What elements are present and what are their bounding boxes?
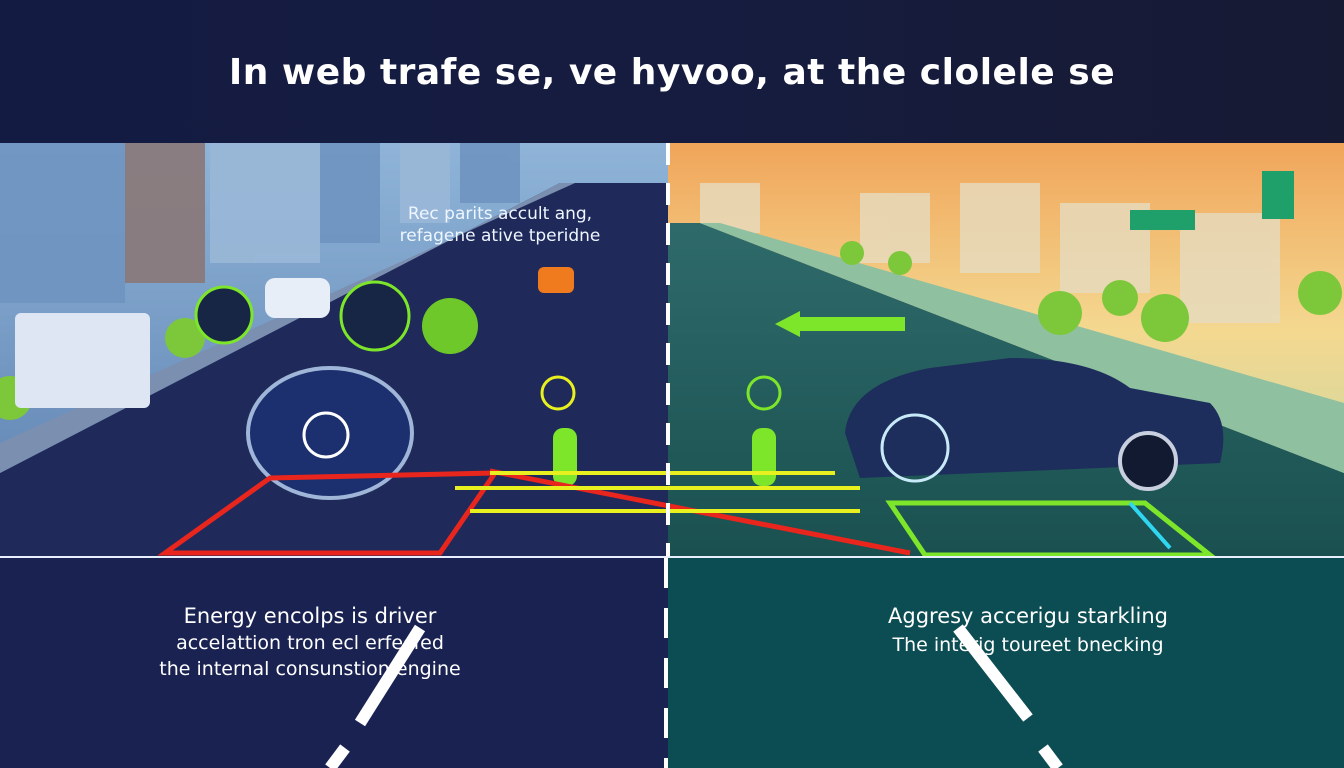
left-road-marks — [325, 558, 668, 768]
scene-overlay-text: Rec parits accult ang, refagene ative tp… — [370, 203, 630, 247]
overlay-line-1: Rec parits accult ang, — [407, 204, 593, 224]
orange-car — [538, 267, 574, 293]
left-panel: Energy encolps is driver accelattion tro… — [0, 558, 668, 768]
right-green-bar — [752, 428, 776, 486]
tall-sign-post — [1262, 171, 1294, 219]
page-title: In web trafe se, ve hyvoo, at the clolel… — [228, 52, 1116, 93]
right-buildings — [700, 183, 1280, 323]
cyan-lane-line — [1128, 501, 1172, 550]
street-sign — [1130, 210, 1195, 230]
fuel-cost-icon — [422, 298, 478, 354]
speedometer-gauge-icon — [194, 285, 254, 345]
tachometer-gauge-icon — [339, 280, 411, 352]
left-caption-line-2: the internal consunstion engine — [159, 658, 461, 680]
steering-wheel-dashboard — [246, 366, 414, 500]
right-caption-heading: Aggresy accerigu starkling — [888, 604, 1168, 628]
hybrid-car-cutaway — [845, 358, 1224, 491]
right-pedal-icon — [746, 375, 782, 411]
right-road-marks — [953, 624, 1063, 768]
overlay-line-2: refagene ative tperidne — [399, 226, 601, 246]
double-arrows — [455, 471, 860, 513]
trees — [0, 241, 1342, 420]
left-green-bar — [553, 428, 577, 486]
right-panel: Aggresy accerigu starkling The interig t… — [668, 558, 1344, 768]
left-pedal-icon — [540, 375, 576, 411]
traffic-scene-illustration — [0, 143, 1344, 558]
green-lane-box — [885, 500, 1218, 558]
green-arrow-sign — [775, 311, 905, 337]
left-buildings — [0, 143, 520, 303]
white-car — [265, 278, 330, 318]
left-caption-heading: Energy encolps is driver — [183, 604, 437, 628]
left-caption-line-1: accelattion tron ecl erfecfed — [176, 632, 444, 654]
title-banner: In web trafe se, ve hyvoo, at the clolel… — [0, 0, 1344, 143]
truck — [15, 313, 150, 408]
right-caption-line-1: The interig toureet bnecking — [892, 634, 1164, 656]
